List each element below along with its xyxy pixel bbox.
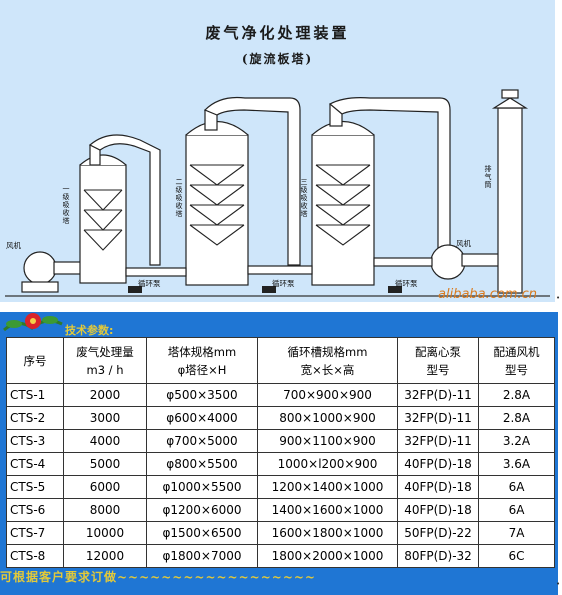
pump-label-3: 循环泵 (395, 279, 418, 288)
table-cell: φ1200×6000 (146, 498, 258, 522)
table-cell: φ1500×6500 (146, 521, 258, 545)
table-cell: φ600×4000 (146, 406, 258, 430)
table-cell: 40FP(D)-18 (397, 452, 479, 476)
fan-left-shape (23, 251, 57, 285)
table-cell: 50FP(D)-22 (397, 521, 479, 545)
table-cell: φ1000×5500 (146, 475, 258, 499)
table-cell: φ700×5000 (146, 429, 258, 453)
table-cell: 12000 (63, 544, 147, 568)
table-cell: 8000 (63, 498, 147, 522)
table-cell: CTS-1 (6, 383, 64, 407)
fan-right-shape (430, 244, 466, 280)
table-cell: 10000 (63, 521, 147, 545)
table-cell: CTS-8 (6, 544, 64, 568)
exhaust-stack (497, 107, 523, 294)
table-cell: 80FP(D)-32 (397, 544, 479, 568)
table-cell: 5000 (63, 452, 147, 476)
table-cell: 700×900×900 (257, 383, 398, 407)
watermark: alibaba.com.cn (438, 287, 538, 302)
table-cell: 40FP(D)-18 (397, 498, 479, 522)
dot-marker: • (556, 580, 561, 588)
table-cell: CTS-4 (6, 452, 64, 476)
table-cell: CTS-2 (6, 406, 64, 430)
table-cell: 1600×1800×1000 (257, 521, 398, 545)
table-cell: 1200×1400×1000 (257, 475, 398, 499)
tower-3 (311, 134, 375, 286)
table-cell: 7A (478, 521, 555, 545)
table-cell: 1400×1600×1000 (257, 498, 398, 522)
table-cell: CTS-6 (6, 498, 64, 522)
exhaust-label: 排气筒 (484, 165, 492, 189)
table-cell: φ500×3500 (146, 383, 258, 407)
pump-label-2: 循环泵 (272, 279, 295, 288)
table-cell: 32FP(D)-11 (397, 429, 479, 453)
table-cell: CTS-5 (6, 475, 64, 499)
spec-heading: 技术参数: (65, 324, 114, 337)
table-cell: 6000 (63, 475, 147, 499)
table-cell: φ1800×7000 (146, 544, 258, 568)
header-cell: 配离心泵型号 (397, 337, 479, 384)
table-cell: 6A (478, 475, 555, 499)
table-cell: 3.6A (478, 452, 555, 476)
table-cell: φ800×5500 (146, 452, 258, 476)
flower-decoration-icon (3, 313, 63, 332)
diagram-subtitle: (旋流板塔) (241, 52, 314, 66)
table-cell: 1000×l200×900 (257, 452, 398, 476)
tower-label-3: 三级吸收塔 (300, 178, 308, 218)
dot-marker: • (556, 294, 561, 302)
table-cell: 900×1100×900 (257, 429, 398, 453)
table-cell: 800×1000×900 (257, 406, 398, 430)
table-cell: 2.8A (478, 383, 555, 407)
pump-label-1: 循环泵 (138, 279, 161, 288)
diagram-title: 废气净化处理装置 (205, 24, 350, 42)
fan-right-label: 风机 (456, 239, 471, 248)
equipment-diagram: 废气净化处理装置 (旋流板塔) 一级吸收塔 二级吸收塔 三级吸收塔 排气筒 风机… (0, 0, 555, 302)
diagram-drawing (5, 89, 550, 297)
fan-left-label: 风机 (6, 241, 21, 250)
table-cell: 40FP(D)-18 (397, 475, 479, 499)
header-cell: 配通风机型号 (478, 337, 555, 384)
table-cell: 6A (478, 498, 555, 522)
table-cell: 1800×2000×1000 (257, 544, 398, 568)
table-cell: 6C (478, 544, 555, 568)
table-cell: 3.2A (478, 429, 555, 453)
table-cell: 4000 (63, 429, 147, 453)
custom-order-note: 可根据客户要求订做~~~~~~~~~~~~~~~~~~ (0, 570, 316, 584)
table-cell: 2000 (63, 383, 147, 407)
table-cell: 3000 (63, 406, 147, 430)
table-cell: 32FP(D)-11 (397, 406, 479, 430)
tower-label-1: 一级吸收塔 (62, 185, 70, 225)
tower-2 (185, 134, 249, 286)
table-cell: CTS-7 (6, 521, 64, 545)
table-cell: CTS-3 (6, 429, 64, 453)
header-cell: 序号 (6, 337, 64, 384)
table-cell: 2.8A (478, 406, 555, 430)
tower-1 (79, 164, 127, 284)
tower-label-2: 二级吸收塔 (175, 178, 183, 218)
table-cell: 32FP(D)-11 (397, 383, 479, 407)
